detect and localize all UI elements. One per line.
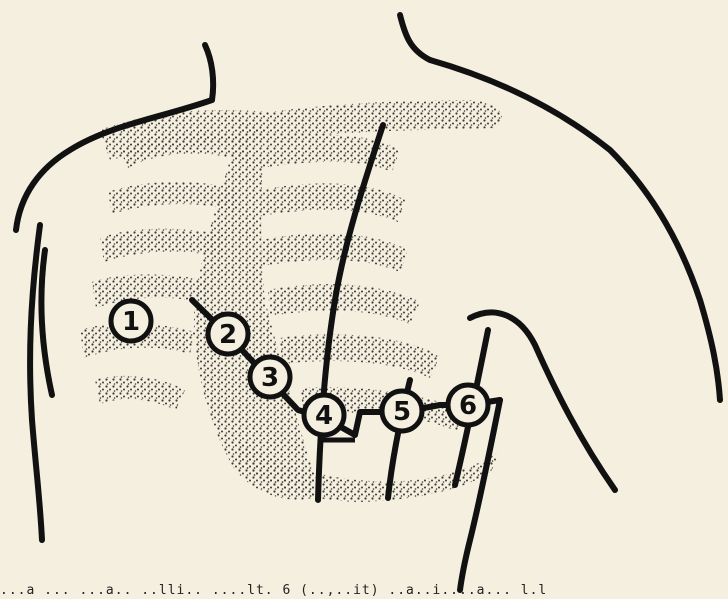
rib-right-3: [262, 233, 408, 272]
rib-right-4: [268, 284, 420, 324]
marker-6-label: 6: [459, 391, 477, 421]
marker-5-label: 5: [393, 397, 411, 427]
marker-5: 5: [382, 391, 422, 431]
rib-right-5: [280, 334, 440, 378]
marker-2-label: 2: [219, 320, 237, 350]
neck-left-line: [205, 45, 213, 100]
marker-4-label: 4: [315, 401, 333, 431]
neck-right-line: [400, 15, 430, 60]
marker-4: 4: [304, 395, 344, 435]
marker-6: 6: [448, 385, 488, 425]
marker-2: 2: [208, 314, 248, 354]
armpit-left-line: [41, 250, 52, 395]
caption-fragment: ...a ... ...a.. ..lli.. ....lt. 6 (..,..…: [0, 583, 728, 599]
marker-3: 3: [250, 357, 290, 397]
rib-right-2: [260, 183, 405, 222]
ribcage-stipple: [80, 100, 502, 502]
marker-1-label: 1: [122, 307, 140, 337]
marker-1: 1: [111, 301, 151, 341]
rib-left-6: [95, 376, 185, 410]
marker-3-label: 3: [261, 363, 279, 393]
